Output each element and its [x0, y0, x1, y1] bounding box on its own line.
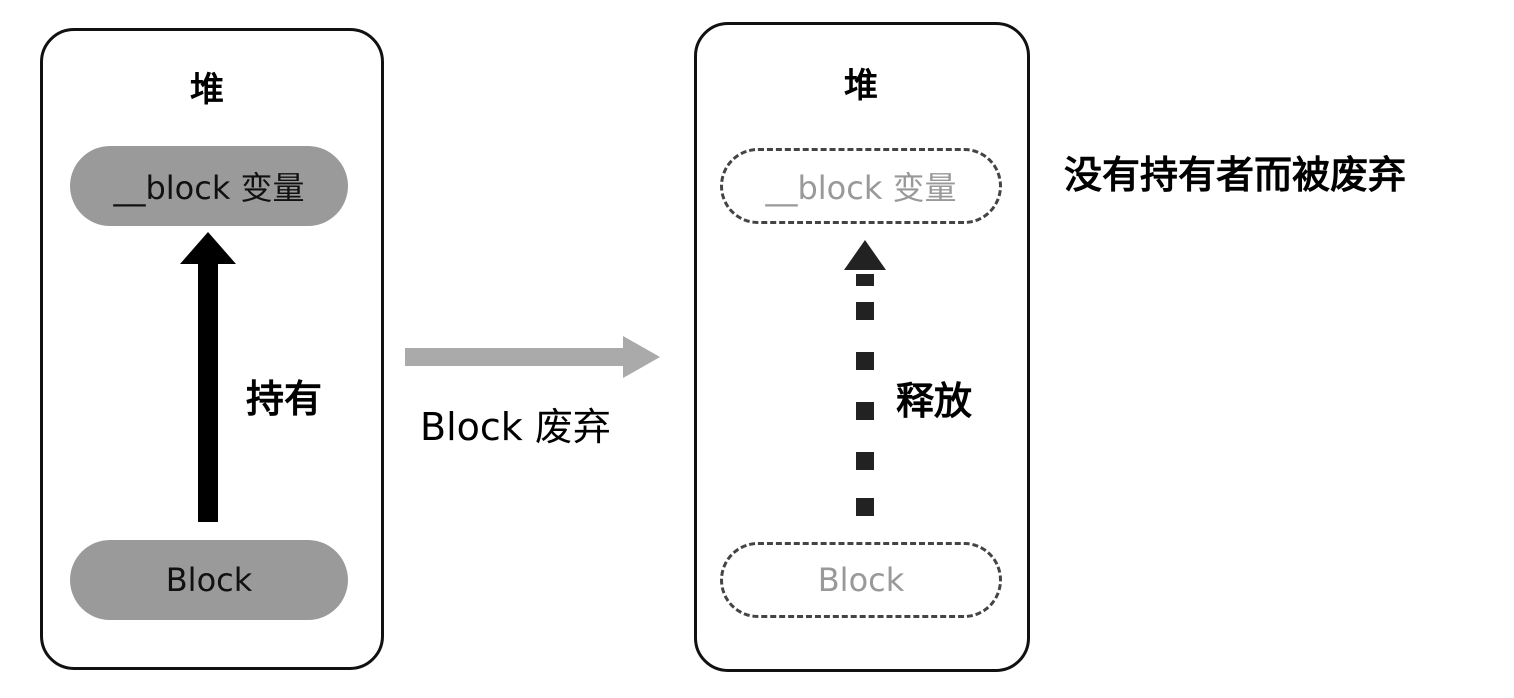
- right-block-variable-node: __block 变量: [720, 148, 1002, 224]
- hold-arrow: [180, 232, 236, 522]
- transition-label: Block 废弃: [420, 405, 611, 449]
- right-heap-title: 堆: [844, 66, 878, 106]
- right-block-node: Block: [720, 542, 1002, 618]
- left-block-node: Block: [70, 540, 348, 620]
- release-dashed-arrow: [844, 240, 886, 516]
- transition-arrow: [405, 336, 660, 378]
- hold-label: 持有: [246, 377, 323, 421]
- left-heap-title: 堆: [190, 70, 224, 110]
- discard-annotation: 没有持有者而被废弃: [1064, 153, 1407, 197]
- release-label: 释放: [896, 379, 973, 423]
- left-block-variable-node: __block 变量: [70, 146, 348, 226]
